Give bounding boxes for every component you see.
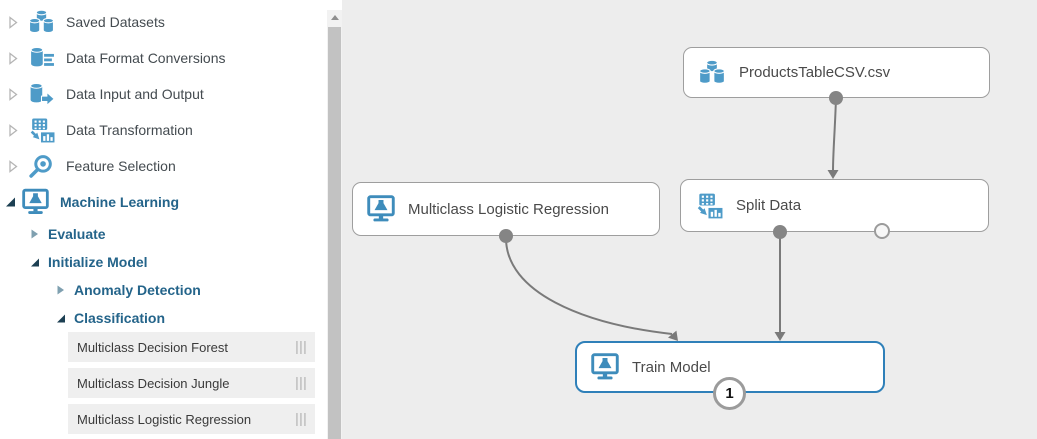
connection-mlr-to-trainmodel (505, 237, 673, 335)
chevron-right-icon[interactable] (8, 123, 19, 137)
sidebar-scrollbar[interactable] (327, 10, 342, 439)
data-transformation-icon (695, 192, 723, 220)
sidebar-item-anomaly-detection[interactable]: Anomaly Detection (0, 276, 327, 304)
chevron-right-icon[interactable] (8, 15, 19, 29)
sidebar-item-label: Saved Datasets (66, 14, 165, 30)
chevron-right-icon[interactable] (8, 51, 19, 65)
drag-grip-icon[interactable] (296, 376, 307, 390)
connection-dataset-to-splitdata (832, 97, 837, 172)
module-palette-sidebar: Saved Datasets Data Format Conversions (0, 0, 327, 439)
output-port-number: 1 (725, 385, 734, 402)
chevron-expanded-icon[interactable] (5, 196, 16, 208)
chevron-right-icon[interactable] (55, 284, 66, 296)
sidebar-item-label: Initialize Model (48, 254, 148, 270)
module-item-label: Multiclass Decision Jungle (77, 375, 230, 391)
module-item-label: Multiclass Decision Forest (77, 339, 228, 355)
data-transformation-icon (28, 117, 55, 144)
machine-learning-icon (591, 353, 619, 381)
mlr-output-port[interactable] (499, 229, 513, 243)
node-label: Train Model (632, 358, 711, 376)
scroll-up-arrow-icon (330, 15, 339, 20)
train-model-output-port-badge[interactable]: 1 (713, 377, 746, 410)
scroll-up-button[interactable] (327, 10, 342, 25)
chevron-right-icon[interactable] (29, 228, 40, 240)
canvas-node-productstablecsv[interactable]: ProductsTableCSV.csv (683, 47, 990, 98)
data-input-output-icon (28, 81, 55, 108)
scrollbar-thumb[interactable] (328, 27, 341, 439)
sidebar-item-label: Anomaly Detection (74, 282, 201, 298)
machine-learning-icon (367, 195, 395, 223)
connection-arrowhead-icon (774, 332, 786, 341)
sidebar-item-label: Machine Learning (60, 194, 180, 210)
sidebar-item-initialize-model[interactable]: Initialize Model (0, 248, 327, 276)
saved-datasets-icon (28, 9, 55, 36)
sidebar-item-data-input-and-output[interactable]: Data Input and Output (0, 76, 327, 112)
node-label: Multiclass Logistic Regression (408, 200, 609, 218)
module-item-multiclass-decision-forest[interactable]: Multiclass Decision Forest (68, 332, 315, 362)
sidebar-item-machine-learning[interactable]: Machine Learning (0, 184, 327, 220)
experiment-canvas[interactable]: ProductsTableCSV.csv Multiclass Logistic… (342, 0, 1037, 439)
canvas-node-multiclass-logistic-regression[interactable]: Multiclass Logistic Regression (352, 182, 660, 236)
node-label: Split Data (736, 197, 802, 214)
sidebar-item-label: Feature Selection (66, 158, 176, 174)
chevron-right-icon[interactable] (8, 159, 19, 173)
module-item-multiclass-logistic-regression[interactable]: Multiclass Logistic Regression (68, 404, 315, 434)
data-format-conversions-icon (28, 45, 55, 72)
chevron-expanded-icon[interactable] (55, 313, 66, 324)
drag-grip-icon[interactable] (296, 340, 307, 354)
sidebar-item-label: Evaluate (48, 226, 106, 242)
connection-arrowhead-icon (827, 170, 839, 179)
chevron-expanded-icon[interactable] (29, 257, 40, 268)
saved-datasets-icon (698, 59, 726, 87)
sidebar-item-label: Data Transformation (66, 122, 193, 138)
canvas-node-train-model[interactable]: Train Model (575, 341, 885, 393)
sidebar-item-label: Classification (74, 310, 166, 326)
feature-selection-icon (28, 153, 55, 180)
sidebar-item-data-format-conversions[interactable]: Data Format Conversions (0, 40, 327, 76)
sidebar-item-evaluate[interactable]: Evaluate (0, 220, 327, 248)
sidebar-item-data-transformation[interactable]: Data Transformation (0, 112, 327, 148)
dataset-output-port[interactable] (829, 91, 843, 105)
splitdata-output-port-1[interactable] (773, 225, 787, 239)
node-label: ProductsTableCSV.csv (739, 64, 891, 81)
sidebar-item-label: Data Format Conversions (66, 50, 226, 66)
drag-grip-icon[interactable] (296, 412, 307, 426)
sidebar-item-feature-selection[interactable]: Feature Selection (0, 148, 327, 184)
chevron-right-icon[interactable] (8, 87, 19, 101)
module-item-multiclass-decision-jungle[interactable]: Multiclass Decision Jungle (68, 368, 315, 398)
splitdata-output-port-2[interactable] (874, 223, 890, 239)
sidebar-item-classification[interactable]: Classification (0, 304, 327, 332)
sidebar-item-saved-datasets[interactable]: Saved Datasets (0, 4, 327, 40)
module-item-label: Multiclass Logistic Regression (77, 411, 252, 427)
canvas-node-split-data[interactable]: Split Data (680, 179, 989, 232)
machine-learning-icon (22, 188, 49, 216)
sidebar-item-label: Data Input and Output (66, 86, 204, 102)
